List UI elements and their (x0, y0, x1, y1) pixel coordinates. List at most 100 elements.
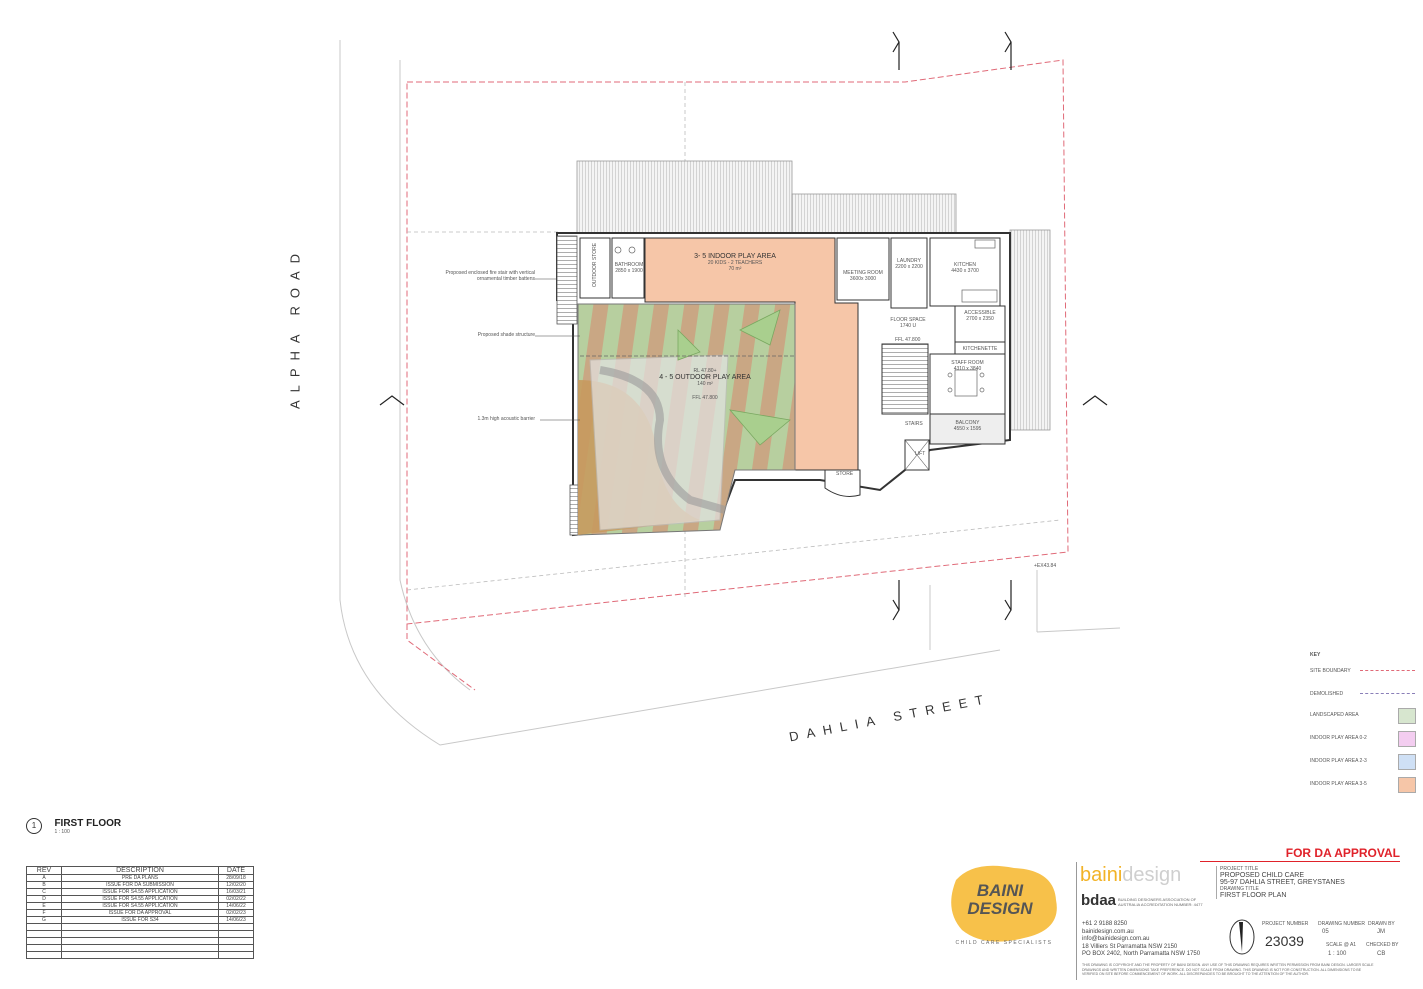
disclaimer: THIS DRAWING IS COPYRIGHT AND THE PROPER… (1082, 963, 1402, 977)
revision-date-cell (218, 951, 254, 959)
revision-description-cell (61, 923, 219, 931)
logo-splash (951, 865, 1057, 942)
accessible-title: ACCESSIBLE (964, 310, 996, 316)
revision-rev-cell: E (26, 902, 62, 910)
meeting-room-title: MEETING ROOM (843, 270, 883, 276)
revision-rev-cell: B (26, 881, 62, 889)
revision-description-cell: ISSUE FOR S4.55 APPLICATION (61, 888, 219, 896)
outdoor-ffl: FFL 47.800 (692, 395, 718, 401)
legend-swatch (1398, 731, 1416, 747)
revision-description-cell: ISSUE FOR S34 (61, 916, 219, 924)
laundry (890, 237, 928, 309)
revision-rev-cell: C (26, 888, 62, 896)
revision-date-cell (218, 937, 254, 945)
legend-item-label: INDOOR PLAY AREA 2-3 (1310, 758, 1367, 764)
roof-northeast (791, 193, 957, 234)
furniture (614, 239, 998, 397)
outdoor-store (579, 237, 611, 299)
scale-label: SCALE @ A1 (1326, 942, 1357, 948)
baini-logo: BAINI DESIGN CHILD CARE SPECIALISTS (944, 860, 1064, 950)
contact-web[interactable]: bainidesign.com.au (1082, 928, 1134, 935)
outdoor-rl: RL 47.80+ (693, 368, 717, 374)
staff-room-size: 4310 x 3840 (953, 366, 982, 372)
revision-date-cell (218, 944, 254, 952)
roof-east (1009, 229, 1051, 431)
revision-date-cell: 02/02/23 (218, 909, 254, 917)
revision-date-cell: 12/02/20 (218, 881, 254, 889)
revision-header-row: REV DESCRIPTION DATE (26, 866, 254, 875)
legend-swatch (1398, 708, 1416, 724)
revision-row (26, 937, 254, 945)
stairs (881, 343, 929, 415)
kitchen-label: KITCHEN 4430 x 3700 (930, 262, 1000, 274)
revision-header-date: DATE (218, 866, 254, 875)
street-label-alpha-road: ALPHA ROAD (287, 245, 303, 410)
staff-room-title: STAFF ROOM (951, 360, 984, 366)
indoor-play-capacity: 20 KIDS - 2 TEACHERS (707, 260, 763, 266)
brand-design: design (1122, 864, 1182, 886)
outdoor-store-label: OUTDOOR STORE (592, 242, 598, 288)
fire-stair (556, 235, 578, 325)
balcony (929, 413, 1006, 445)
revision-rev-cell (26, 923, 62, 931)
revision-description-cell (61, 937, 219, 945)
accessible-label: ACCESSIBLE 2700 x 2350 (955, 310, 1005, 322)
revision-row (26, 951, 254, 959)
revision-rev-cell: F (26, 909, 62, 917)
balcony-size: 4550 x 1595 (953, 426, 982, 432)
project-address: 95-97 DAHLIA STREET, GREYSTANES (1220, 879, 1345, 886)
legend-item-label: DEMOLISHED (1310, 691, 1344, 697)
revision-header-description: DESCRIPTION (61, 866, 219, 875)
legend-item-label: INDOOR PLAY AREA 0-2 (1310, 735, 1367, 741)
contact-address: 18 Villiers St Parramatta NSW 2150 (1082, 943, 1178, 950)
title-block-divider (1076, 862, 1405, 980)
brand-wordmark: bainidesign (1080, 864, 1181, 887)
fire-stair-annotation: Proposed enclosed fire stair with vertic… (445, 270, 536, 282)
annotation-leaders (535, 278, 580, 421)
roof-north (576, 160, 793, 234)
outdoor-play-title: 4 - 5 OUTDOOR PLAY AREA (659, 374, 751, 381)
path-curve (599, 366, 727, 514)
view-scale: 1 : 100 (54, 829, 70, 835)
garden-beds (677, 309, 791, 446)
view-title: FIRST FLOOR (54, 818, 122, 829)
revision-date-cell: 28/09/18 (218, 874, 254, 882)
revision-date-cell: 14/06/23 (218, 916, 254, 924)
revision-row (26, 944, 254, 952)
revision-description-cell: PRE DA PLANS (61, 874, 219, 882)
indoor-play-area-size: 70 m² (728, 266, 742, 272)
floor-space-size: 1740 U (899, 323, 917, 329)
legend-item: INDOOR PLAY AREA 3-5 (1310, 773, 1420, 796)
revision-description-cell: ISSUE FOR DA APPROVAL (61, 909, 219, 917)
revision-rev-cell: A (26, 874, 62, 882)
staff-room-label: STAFF ROOM 4310 x 3840 (930, 360, 1005, 372)
staff-room (929, 353, 1006, 415)
balcony-title: BALCONY (955, 420, 980, 426)
legend-item-label: INDOOR PLAY AREA 3-5 (1310, 781, 1367, 787)
north-arrow-icon (1229, 919, 1255, 955)
revision-description-cell: ISSUE FOR S4.55 APPLICATION (61, 902, 219, 910)
section-markers (379, 31, 1108, 621)
contact-email[interactable]: info@bainidesign.com.au (1082, 936, 1150, 942)
legend-line-sample (1360, 670, 1415, 671)
disclaimer-line-3: VERIFIED ON SITE BEFORE COMMENCEMENT OF … (1082, 972, 1309, 976)
revision-header-rev: REV (26, 866, 62, 875)
meeting-room (836, 237, 890, 301)
project-info: PROJECT TITLE PROPOSED CHILD CARE 95-97 … (1216, 866, 1406, 899)
drawn-by-label: DRAWN BY (1368, 921, 1395, 927)
view-title-block: 1 FIRST FLOOR 1 : 100 (26, 818, 121, 836)
contact-po-box: PO BOX 2402, North Parramatta NSW 1750 (1082, 951, 1201, 957)
store (824, 469, 861, 497)
ffl-landing-label: FFL 47.800 (895, 337, 921, 343)
project-title-label: PROJECT TITLE (1220, 866, 1259, 872)
outdoor-play-area-size: 140 m² (697, 381, 713, 387)
checked-by: CB (1377, 951, 1386, 957)
laundry-size: 2200 x 2200 (895, 264, 923, 270)
kitchen-size: 4430 x 3700 (951, 268, 979, 274)
